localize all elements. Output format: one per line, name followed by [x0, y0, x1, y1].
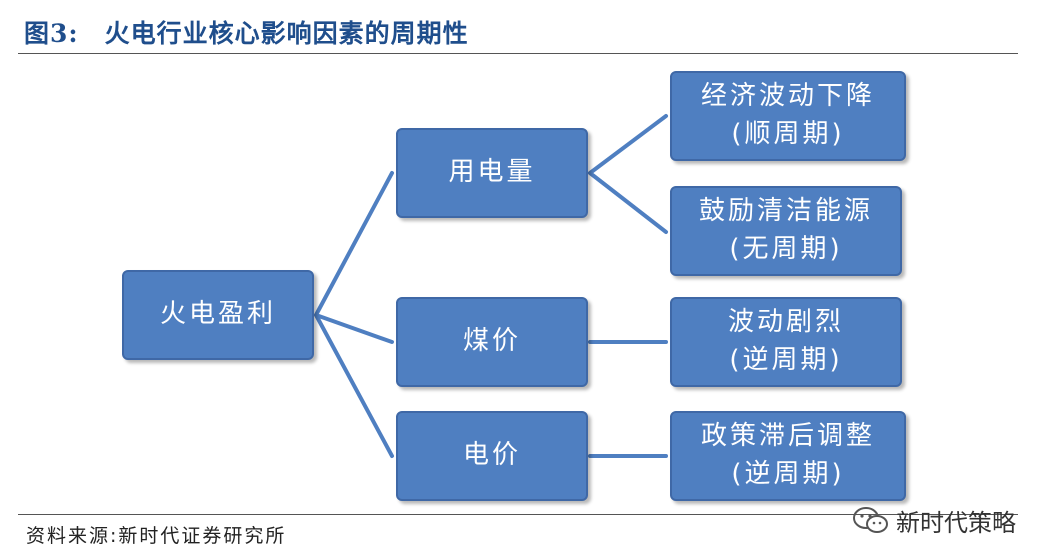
connector-usage-to-outcomes: [588, 114, 668, 234]
node-line1: 波动剧烈: [727, 307, 844, 338]
figure-number: 图3:: [24, 19, 79, 48]
node-label: 火电盈利: [159, 299, 276, 330]
wechat-icon: [853, 506, 888, 533]
node-label: 煤价: [462, 326, 521, 357]
node-label: 电价: [462, 440, 521, 471]
figure-title: 图3: 火电行业核心影响因素的周期性: [24, 14, 469, 50]
node-line2: (无周期): [729, 234, 843, 264]
node-volatile: 波动剧烈 (逆周期): [670, 297, 902, 387]
node-coal-price: 煤价: [396, 297, 588, 387]
node-policy-lag: 政策滞后调整 (逆周期): [670, 411, 906, 501]
node-line1: 政策滞后调整: [700, 421, 875, 452]
node-thermal-power-profit: 火电盈利: [122, 270, 314, 360]
node-line1: 经济波动下降: [700, 81, 875, 112]
watermark: 新时代策略: [852, 503, 1016, 538]
node-label: 用电量: [448, 157, 536, 188]
node-line2: (逆周期): [731, 459, 845, 489]
node-line2: (顺周期): [731, 119, 845, 149]
source-divider: [18, 514, 1018, 515]
connector-root-to-branches: [314, 171, 394, 458]
node-line2: (逆周期): [729, 345, 843, 375]
node-power-price: 电价: [396, 411, 588, 501]
title-divider: [18, 53, 1018, 54]
source-note: 资料来源:新时代证券研究所: [26, 525, 287, 547]
node-line1: 鼓励清洁能源: [698, 196, 873, 227]
node-electricity-usage: 用电量: [396, 128, 588, 218]
figure-title-text: 火电行业核心影响因素的周期性: [104, 19, 469, 48]
watermark-text: 新时代策略: [896, 509, 1016, 537]
node-clean-energy: 鼓励清洁能源 (无周期): [670, 186, 902, 276]
node-economic-decline: 经济波动下降 (顺周期): [670, 71, 906, 161]
